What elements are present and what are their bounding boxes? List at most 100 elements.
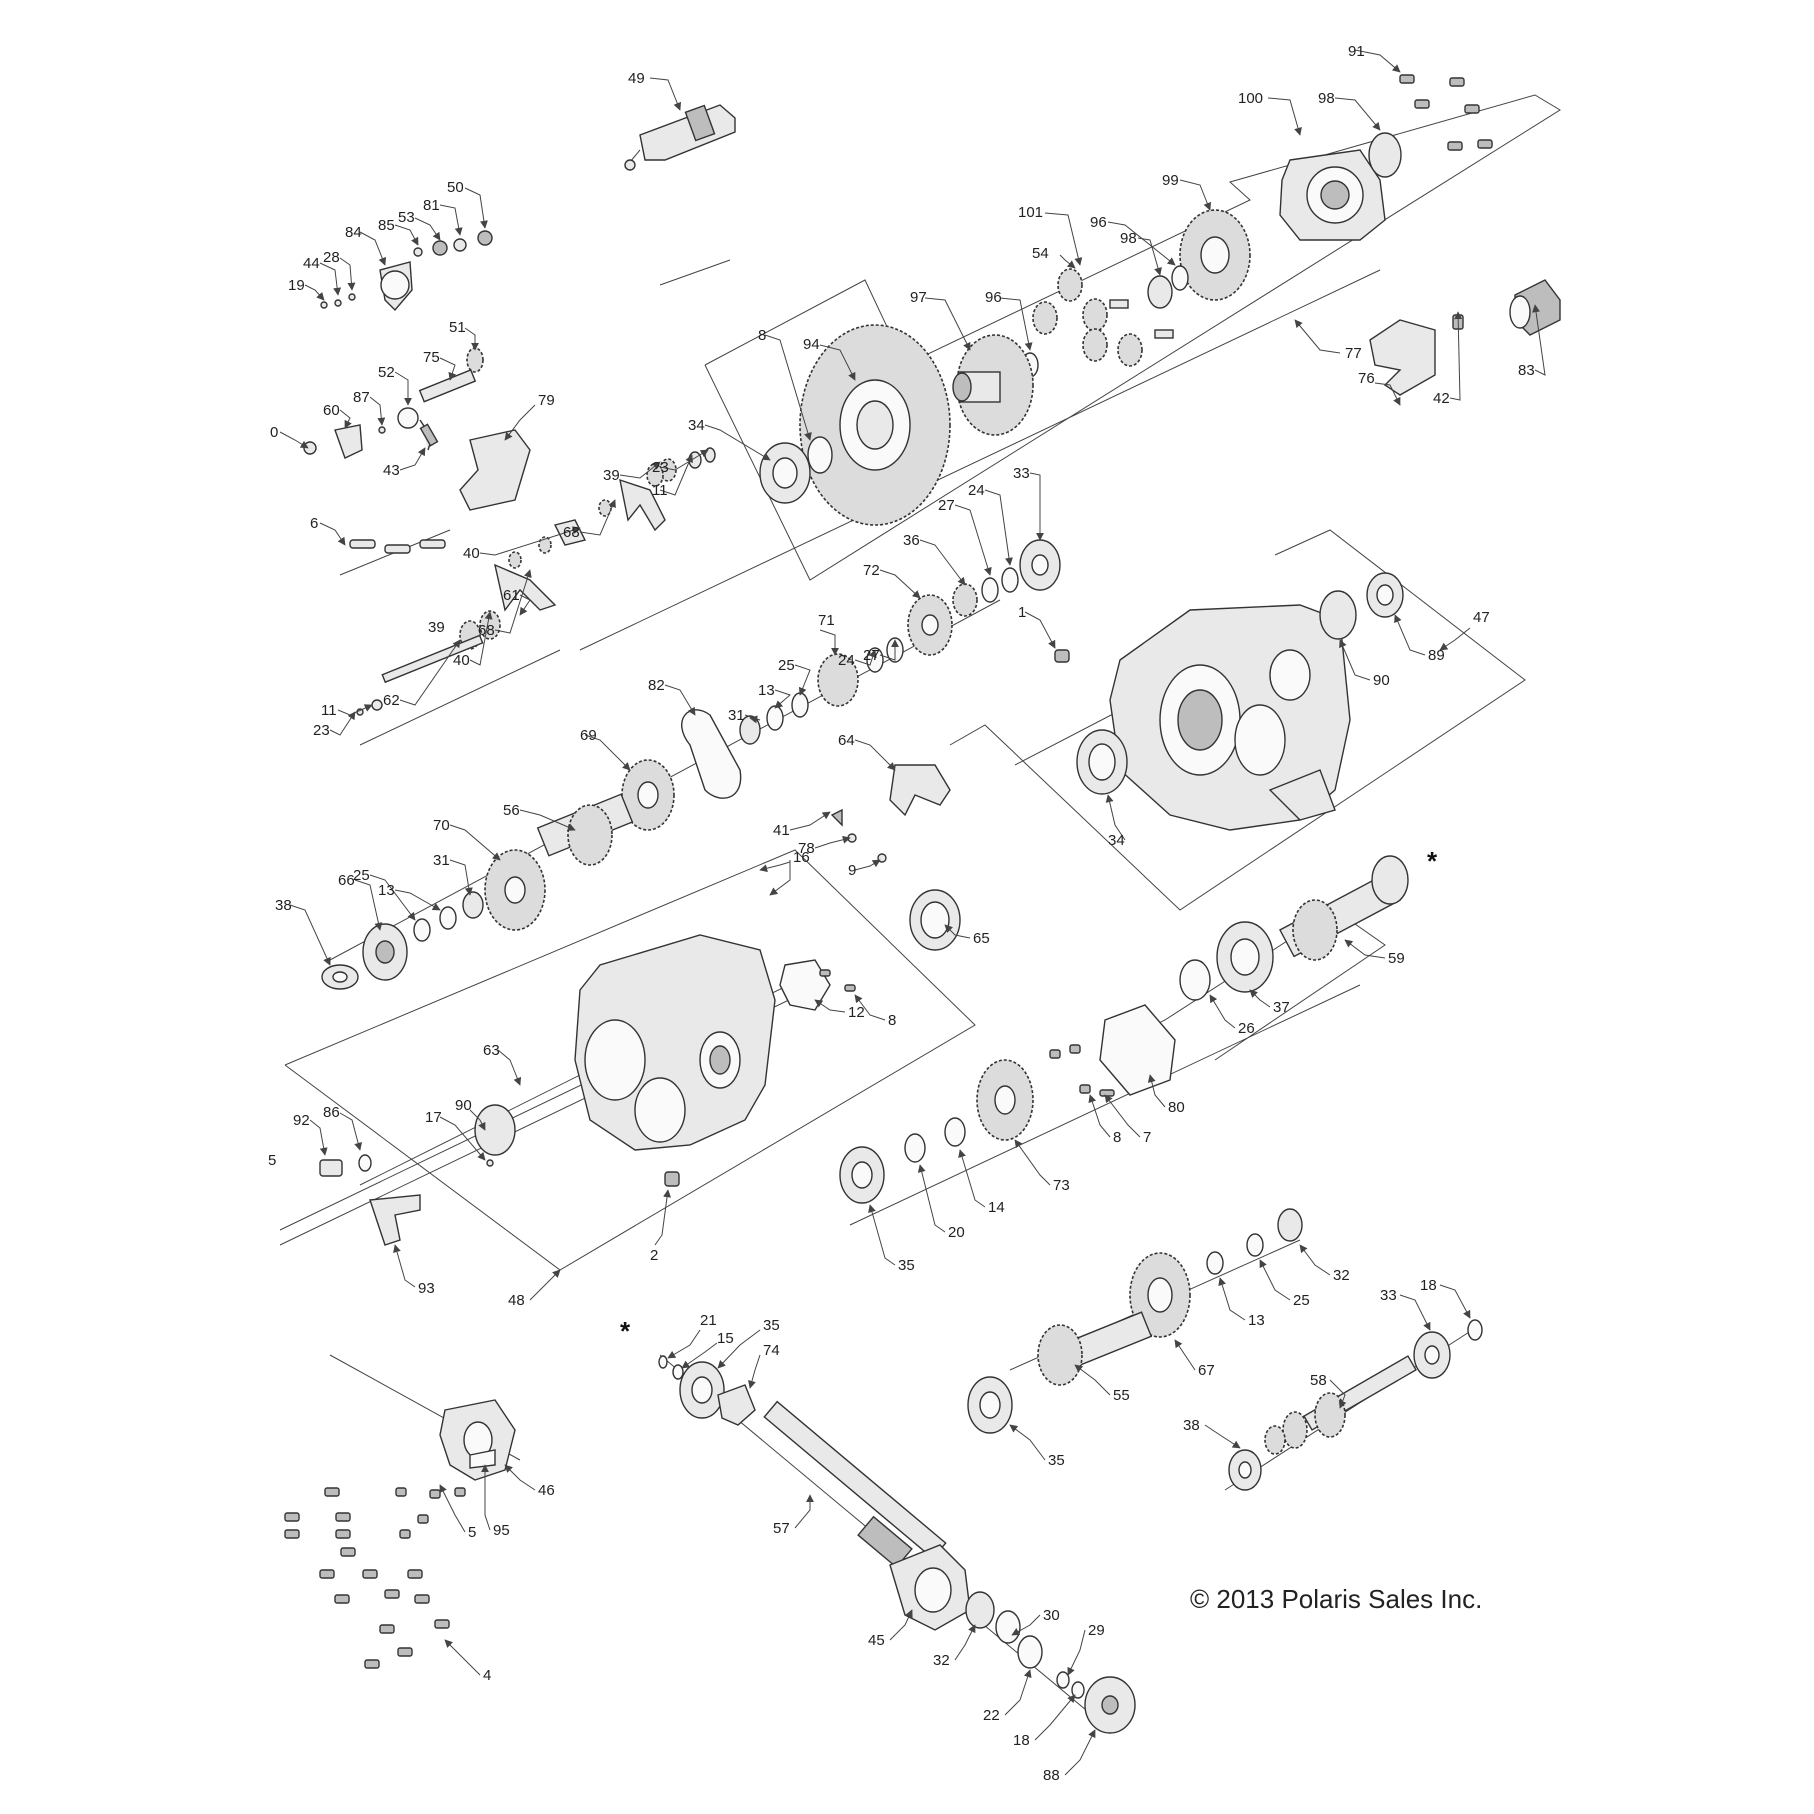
- callout: 8: [758, 327, 766, 344]
- callout: 27: [938, 497, 955, 514]
- callout: 17: [425, 1109, 442, 1126]
- clip-22: [1017, 1635, 1043, 1669]
- callout: 32: [1333, 1267, 1350, 1284]
- callout: 44: [303, 255, 320, 272]
- callout: 98: [1318, 90, 1335, 107]
- callout: 25: [778, 657, 795, 674]
- gear-99: [1179, 209, 1251, 301]
- callout: 97: [910, 289, 927, 306]
- ring-25b: [413, 918, 431, 942]
- callout: 74: [763, 1342, 780, 1359]
- callout: 88: [1043, 1767, 1060, 1784]
- callout: 95: [493, 1522, 510, 1539]
- callout: 73: [1053, 1177, 1070, 1194]
- ring-29: [1056, 1671, 1070, 1689]
- callout: 53: [398, 209, 415, 226]
- callout: 18: [1013, 1732, 1030, 1749]
- callout: 54: [1032, 245, 1049, 262]
- callout: 26: [1238, 1020, 1255, 1037]
- callout: 33: [1380, 1287, 1397, 1304]
- callout: 25: [1293, 1292, 1310, 1309]
- ring-15: [672, 1364, 684, 1380]
- shift-fork-assembly-upper: [553, 447, 716, 546]
- callout: 9: [848, 862, 856, 879]
- ring-18b: [1071, 1681, 1085, 1699]
- callout: 46: [538, 1482, 555, 1499]
- callout: 27: [863, 647, 880, 664]
- callout: 85: [378, 217, 395, 234]
- callout: 24: [838, 652, 855, 669]
- callout: 23: [313, 722, 330, 739]
- bracket-76: [1369, 319, 1436, 396]
- callout: 38: [275, 897, 292, 914]
- callout: 55: [1113, 1387, 1130, 1404]
- bolts-lower-left: [284, 1487, 466, 1669]
- leader-lines: [279, 49, 1546, 1776]
- ring-21: [658, 1355, 668, 1369]
- callout: 45: [868, 1632, 885, 1649]
- callout: 80: [1168, 1099, 1185, 1116]
- callout: 35: [898, 1257, 915, 1274]
- ring-20: [904, 1133, 926, 1163]
- callout: 65: [973, 930, 990, 947]
- shift-fork-assembly-lower: [356, 536, 557, 716]
- callout: 78: [798, 840, 815, 857]
- callout: 6: [310, 515, 318, 532]
- fork-64: [889, 764, 951, 817]
- ring-13c: [1206, 1251, 1224, 1275]
- shift-parts-upper: [320, 230, 493, 312]
- callout: 4: [483, 1667, 491, 1684]
- callout: 56: [503, 802, 520, 819]
- callout: 18: [1420, 1277, 1437, 1294]
- callout: 1: [1018, 604, 1026, 621]
- callout: 68: [563, 524, 580, 541]
- callout: 42: [1433, 390, 1450, 407]
- ring-18a: [1467, 1319, 1483, 1341]
- planet-gears-54: [1032, 268, 1174, 367]
- callout: 101: [1018, 204, 1043, 221]
- callout: 2: [650, 1247, 658, 1264]
- callout: 59: [1388, 950, 1405, 967]
- callout: 96: [985, 289, 1002, 306]
- callout: 8: [1113, 1129, 1121, 1146]
- callout: 61: [503, 587, 520, 604]
- copyright-notice: © 2013 Polaris Sales Inc.: [1190, 1584, 1482, 1614]
- callout: 99: [1162, 172, 1179, 189]
- callout-labels: 49 91 100 98 99 101 54 98 96 97 96 94 77…: [268, 43, 1535, 1784]
- callout: 16: [793, 849, 810, 866]
- callout: 28: [323, 249, 340, 266]
- shift-parts-middle: [303, 347, 531, 554]
- callout: 23: [652, 459, 669, 476]
- callout: 77: [1345, 345, 1362, 362]
- shaft-59: [1279, 855, 1409, 961]
- chain-82: [681, 709, 742, 799]
- plug-1: [1054, 649, 1070, 663]
- callout: 24: [968, 482, 985, 499]
- bearing-32a: [1277, 1208, 1303, 1242]
- ring-30: [995, 1610, 1021, 1644]
- callout: 8: [888, 1012, 896, 1029]
- gear-94: [799, 324, 951, 526]
- callout: 13: [378, 882, 395, 899]
- callout: 96: [1090, 214, 1107, 231]
- callout: 0: [270, 424, 278, 441]
- callout: 71: [818, 612, 835, 629]
- callout: 19: [288, 277, 305, 294]
- callout: 47: [1473, 609, 1490, 626]
- washer-96a: [1171, 265, 1189, 291]
- callout: 43: [383, 462, 400, 479]
- callout: 38: [1183, 1417, 1200, 1434]
- callout: 31: [728, 707, 745, 724]
- hub-66: [362, 923, 408, 981]
- callout: 58: [1310, 1372, 1327, 1389]
- bearing-98b: [1147, 275, 1173, 309]
- callout: 90: [1373, 672, 1390, 689]
- shift-drum-49: [624, 104, 736, 171]
- switch-92: [319, 1159, 343, 1177]
- bearing-31b: [462, 891, 484, 919]
- gear-97: [952, 334, 1034, 436]
- callout: 29: [1088, 1622, 1105, 1639]
- bolts-91: [1399, 74, 1493, 151]
- callout: 25: [353, 867, 370, 884]
- callout: 67: [1198, 1362, 1215, 1379]
